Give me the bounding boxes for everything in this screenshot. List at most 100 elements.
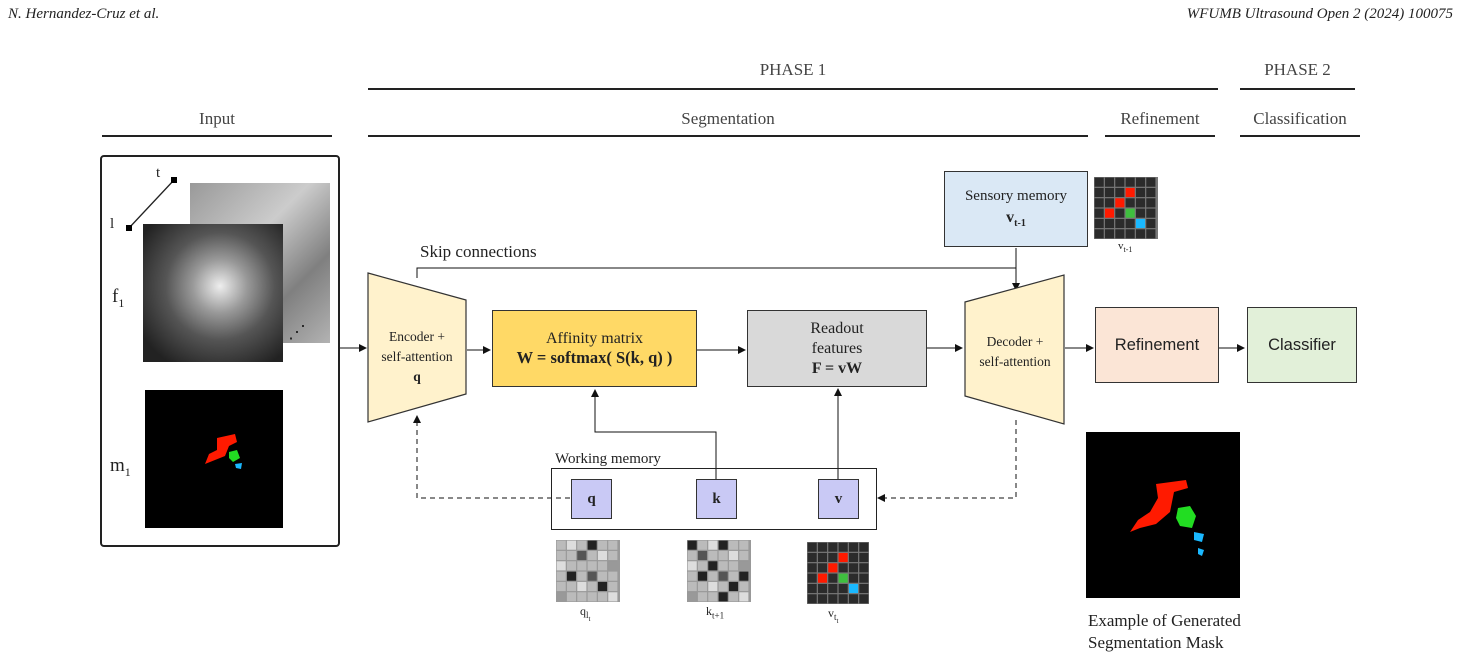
grid-cell <box>807 542 817 552</box>
grid-cell <box>577 540 587 550</box>
grid-cell <box>848 552 859 563</box>
grid-cell <box>848 563 859 573</box>
decoder-to-memory-dashed-arrow <box>877 420 1017 502</box>
grid-cell <box>597 581 608 592</box>
grid-cell <box>1094 187 1104 198</box>
v-grid-icon <box>807 542 869 604</box>
grid-cell <box>718 550 728 561</box>
grid-cell <box>1146 218 1156 229</box>
skip-connection-arrow <box>416 267 1020 291</box>
working-memory-block <box>551 468 877 530</box>
grid-cell <box>807 583 817 594</box>
grid-cell <box>566 540 577 550</box>
grid-cell <box>608 550 618 561</box>
grid-cell <box>739 561 749 571</box>
grid-cell <box>577 571 587 581</box>
grid-cell <box>817 552 828 563</box>
grid-cell <box>807 552 817 563</box>
memory-v-cell: v <box>818 479 859 519</box>
grid-cell <box>1104 208 1115 218</box>
grid-cell <box>708 592 718 602</box>
grid-cell <box>828 563 838 573</box>
grid-cell <box>608 540 618 550</box>
mask-label: m1 <box>110 455 131 479</box>
grid-cell <box>697 561 708 571</box>
grid-cell <box>566 550 577 561</box>
grid-cell <box>1094 208 1104 218</box>
grid-cell <box>708 571 718 581</box>
grid-cell <box>739 592 749 602</box>
grid-cell <box>587 581 597 592</box>
grid-cell <box>718 571 728 581</box>
grid-cell <box>1094 198 1104 208</box>
author-header: N. Hernandez-Cruz et al. <box>8 6 160 22</box>
grid-cell <box>838 594 848 604</box>
time-axis-icon <box>126 177 177 231</box>
k-grid-icon <box>687 540 751 602</box>
refinement-section-label: Refinement <box>1120 109 1200 128</box>
grid-cell <box>687 592 697 602</box>
grid-cell <box>1125 187 1135 198</box>
grid-cell <box>1146 177 1156 187</box>
decoder-label: Decoder + self-attention <box>964 330 1066 374</box>
classification-section-label: Classification <box>1253 109 1347 128</box>
grid-cell <box>608 571 618 581</box>
grid-cell <box>608 592 618 602</box>
grid-cell <box>1104 218 1115 229</box>
grid-cell <box>1094 177 1104 187</box>
grid-cell <box>828 573 838 583</box>
working-memory-title: Working memory <box>555 451 661 467</box>
grid-cell <box>1146 208 1156 218</box>
grid-cell <box>1125 229 1135 239</box>
memory-q-cell: q <box>571 479 612 519</box>
example-caption-line2: Segmentation Mask <box>1088 633 1224 652</box>
grid-cell <box>1115 177 1125 187</box>
grid-cell <box>859 594 869 604</box>
grid-cell <box>1094 218 1104 229</box>
grid-cell <box>1104 229 1115 239</box>
grid-cell <box>807 573 817 583</box>
grid-cell <box>1135 229 1146 239</box>
grid-cell <box>859 583 869 594</box>
grid-cell <box>739 571 749 581</box>
grid-cell <box>838 583 848 594</box>
grid-cell <box>1115 208 1125 218</box>
example-caption-line1: Example of Generated <box>1088 611 1241 630</box>
grid-cell <box>577 581 587 592</box>
grid-cell <box>697 571 708 581</box>
grid-cell <box>848 542 859 552</box>
segmentation-rule <box>368 135 1088 137</box>
grid-cell <box>739 581 749 592</box>
grid-cell <box>1146 198 1156 208</box>
grid-cell <box>708 561 718 571</box>
grid-cell <box>587 561 597 571</box>
grid-cell <box>728 571 739 581</box>
grid-cell <box>739 540 749 550</box>
affinity-matrix-block: Affinity matrix W = softmax( S(k, q) ) <box>492 310 697 387</box>
example-mask-image <box>1086 432 1240 598</box>
input-panel <box>100 155 340 547</box>
encoder-label: Encoder + self-attention q <box>367 322 467 392</box>
classifier-block: Classifier <box>1247 307 1357 383</box>
grid-cell <box>577 550 587 561</box>
grid-cell <box>687 540 697 550</box>
input-mask-image <box>145 390 283 528</box>
encoder-var: q <box>413 369 421 384</box>
q-grid-label: qlt <box>580 604 591 624</box>
grid-cell <box>848 594 859 604</box>
affinity-formula: W = softmax( S(k, q) ) <box>516 347 673 367</box>
decoder-block <box>964 274 1065 425</box>
grid-cell <box>728 550 739 561</box>
grid-cell <box>697 592 708 602</box>
grid-cell <box>556 592 566 602</box>
grid-cell <box>817 594 828 604</box>
grid-cell <box>1146 187 1156 198</box>
sensory-var: vt-1 <box>1006 209 1026 230</box>
sensory-grid-label: vt-1 <box>1118 240 1133 255</box>
grid-cell <box>708 581 718 592</box>
encoder-line1: Encoder + <box>389 329 445 344</box>
k-to-affinity-arrow <box>591 389 717 483</box>
grid-cell <box>1104 177 1115 187</box>
input-section-label: Input <box>199 109 235 128</box>
